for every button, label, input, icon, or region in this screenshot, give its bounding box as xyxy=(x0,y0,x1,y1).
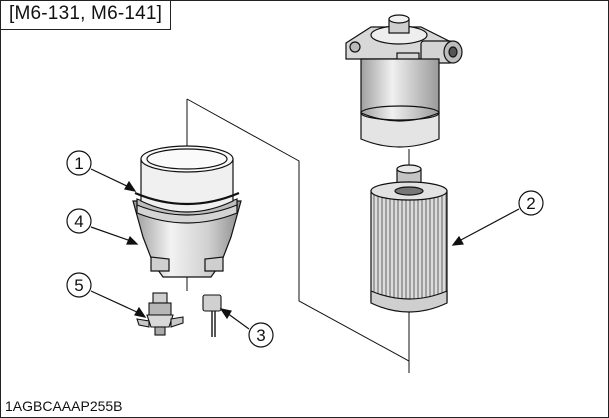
callout-5-number: 5 xyxy=(74,276,83,295)
filter-element xyxy=(370,164,448,313)
callout-5: 5 xyxy=(66,272,92,298)
callout-3: 3 xyxy=(248,322,274,348)
filter-bowl xyxy=(132,145,242,278)
o-ring xyxy=(134,191,240,206)
assembly-guide-lines xyxy=(186,98,410,373)
figure-code: 1AGBCAAAP255B xyxy=(5,398,123,414)
callout-3-number: 3 xyxy=(256,326,265,345)
callout-1: 1 xyxy=(66,150,92,176)
callout-1-number: 1 xyxy=(74,154,83,173)
model-label: [M6-131, M6-141] xyxy=(1,1,172,30)
callout-2: 2 xyxy=(518,190,544,216)
filter-head xyxy=(345,14,463,148)
callout-4: 4 xyxy=(66,208,92,234)
leader-lines xyxy=(90,168,520,330)
drain-plug xyxy=(136,292,184,336)
callout-2-number: 2 xyxy=(526,194,535,213)
callout-4-number: 4 xyxy=(74,212,83,231)
water-sensor xyxy=(202,294,222,337)
